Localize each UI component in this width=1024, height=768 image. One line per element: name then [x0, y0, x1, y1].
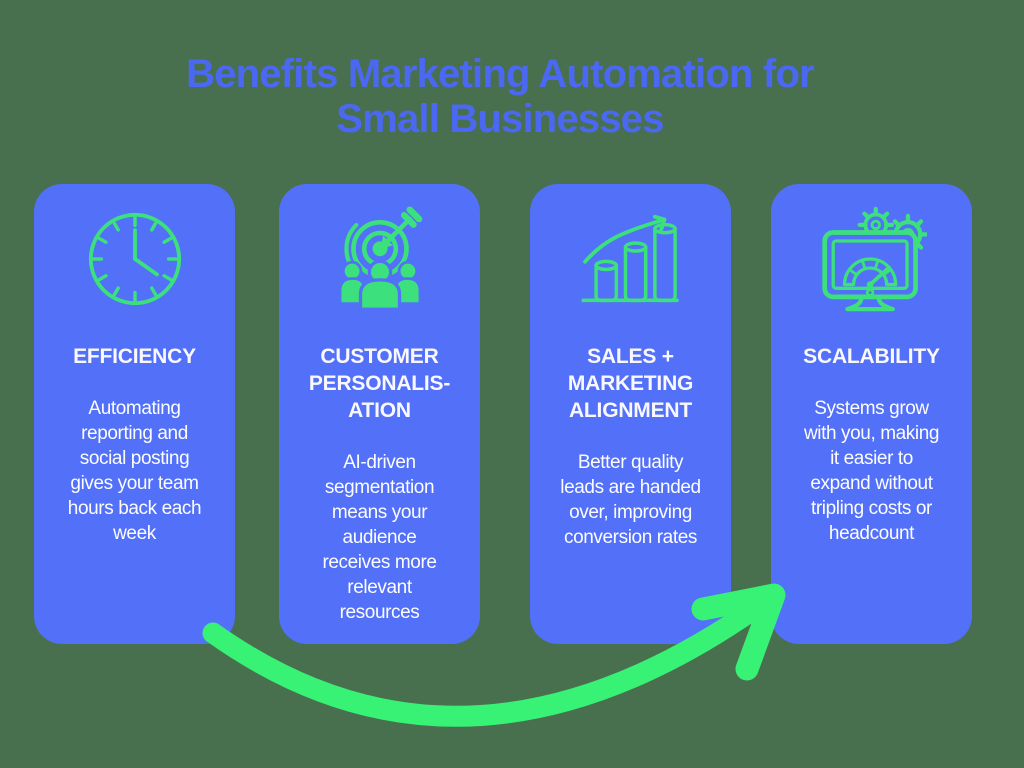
card-efficiency: EFFICIENCY Automating reporting and soci… [34, 184, 235, 644]
card-heading: EFFICIENCY [73, 345, 196, 368]
card-body: Systems grow with you, making it easier … [803, 398, 940, 544]
target-audience-icon [279, 204, 480, 314]
card-customer-personalisation: CUSTOMER PERSONALIS- ATION AI-driven seg… [279, 184, 480, 644]
card-scalability: SCALABILITY Systems grow with you, makin… [771, 184, 972, 644]
card-heading: SALES + MARKETING ALIGNMENT [567, 345, 694, 422]
card-sales-marketing-alignment: SALES + MARKETING ALIGNMENT Better quali… [530, 184, 731, 644]
card-body: Automating reporting and social posting … [67, 398, 202, 544]
card-body: Better quality leads are handed over, im… [560, 452, 701, 548]
page-title: Benefits Marketing Automation for Small … [186, 52, 815, 141]
card-body: AI-driven segmentation means your audien… [322, 452, 437, 623]
growth-bar-chart-icon [530, 204, 731, 314]
performance-monitor-icon [771, 204, 972, 314]
card-heading: SCALABILITY [803, 345, 940, 368]
clock-icon [34, 204, 235, 314]
card-heading: CUSTOMER PERSONALIS- ATION [308, 345, 451, 422]
